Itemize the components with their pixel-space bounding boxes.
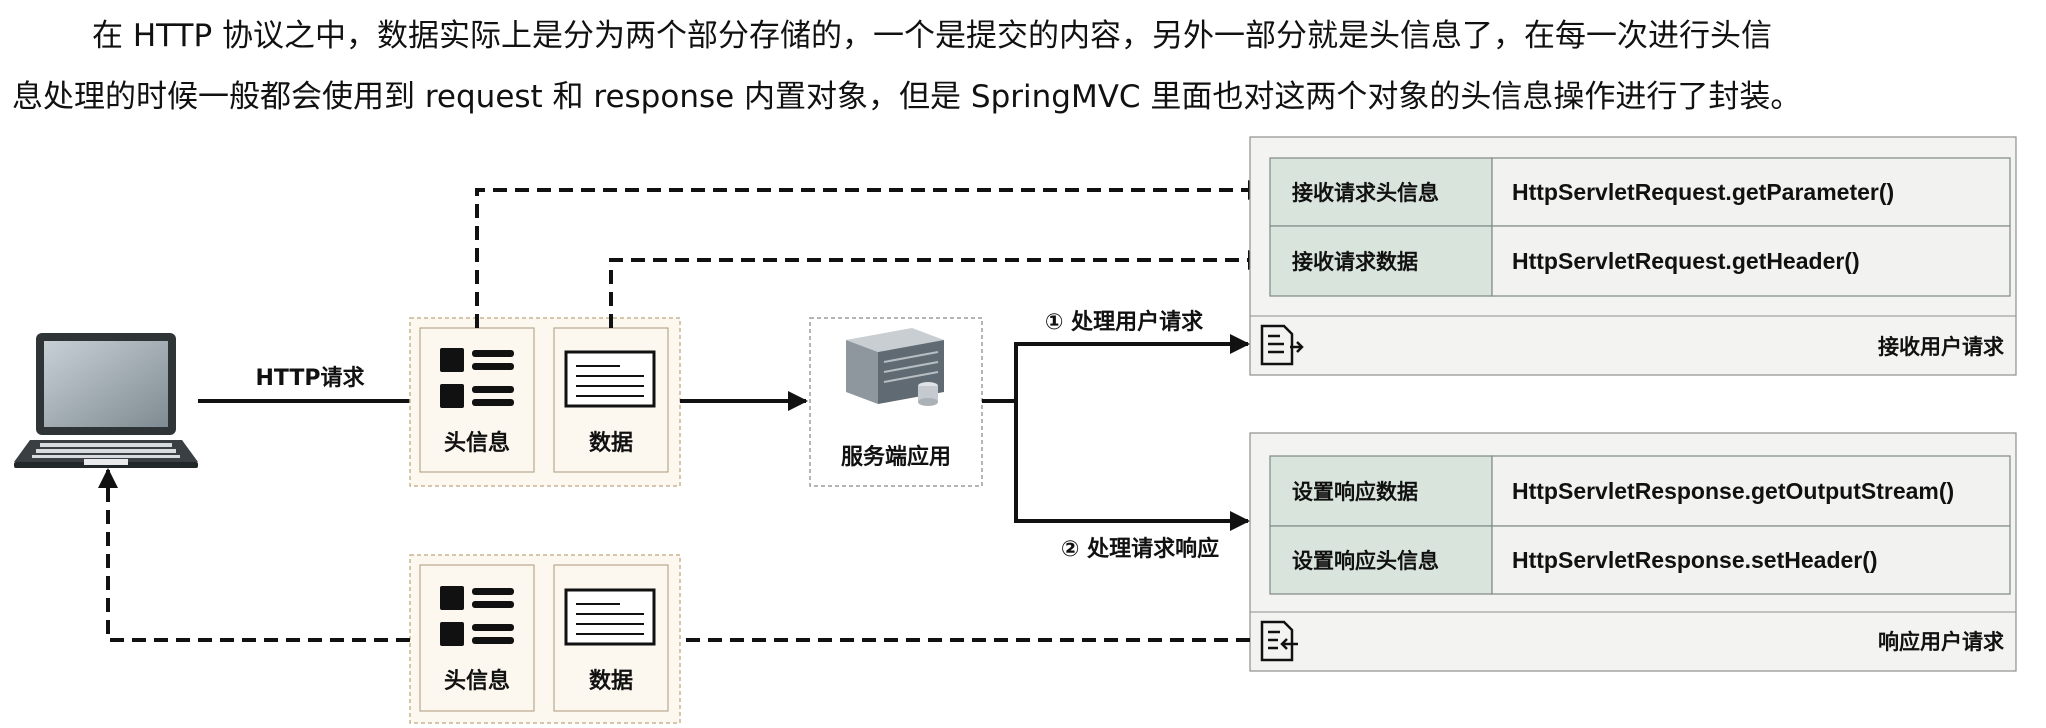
header-list-icon [440,586,514,646]
request-header-label: 头信息 [444,430,510,456]
response-panel: 设置响应数据 HttpServletResponse.getOutputStre… [1249,432,2017,672]
response-panel-title: 响应用户请求 [1878,630,2004,654]
request-data-label: 数据 [589,430,633,456]
receive-row-name: 接收请求数据 [1292,250,1418,274]
receive-panel-title: 接收用户请求 [1878,335,2004,359]
server-label: 服务端应用 [841,444,951,470]
response-row-name: 设置响应头信息 [1292,549,1439,573]
response-row-method: HttpServletResponse.setHeader() [1512,547,1878,573]
document-in-icon [1260,324,1304,366]
step1-label: ① 处理用户请求 [1045,309,1203,335]
response-packet: 头信息 数据 [409,554,681,724]
server-branch-lines [982,334,1250,531]
request-dashed-links [475,180,1268,328]
receive-row-name: 接收请求头信息 [1292,181,1439,205]
intro-line-1: 在 HTTP 协议之中，数据实际上是分为两个部分存储的，一个是提交的内容，另外一… [92,18,1773,54]
intro-line-2: 息处理的时候一般都会使用到 request 和 response 内置对象，但是… [12,79,1802,115]
data-document-icon [564,350,656,408]
http-request-label: HTTP请求 [255,365,364,391]
step2-label: ② 处理请求响应 [1061,536,1219,562]
response-row-name: 设置响应数据 [1292,480,1418,504]
request-packet: 头信息 数据 [409,317,681,487]
server: 服务端应用 [809,317,983,487]
response-dashed-links [98,468,1250,642]
receive-panel: 接收请求头信息 HttpServletRequest.getParameter(… [1249,136,2017,376]
response-row-method: HttpServletResponse.getOutputStream() [1512,478,1954,504]
receive-row-method: HttpServletRequest.getParameter() [1512,179,1894,205]
response-data-label: 数据 [589,668,633,694]
response-header-label: 头信息 [444,668,510,694]
laptop-icon [14,333,198,468]
server-icon [846,328,944,406]
header-list-icon [440,348,514,408]
document-out-icon [1260,620,1298,662]
data-document-icon [564,588,656,646]
receive-row-method: HttpServletRequest.getHeader() [1512,248,1860,274]
